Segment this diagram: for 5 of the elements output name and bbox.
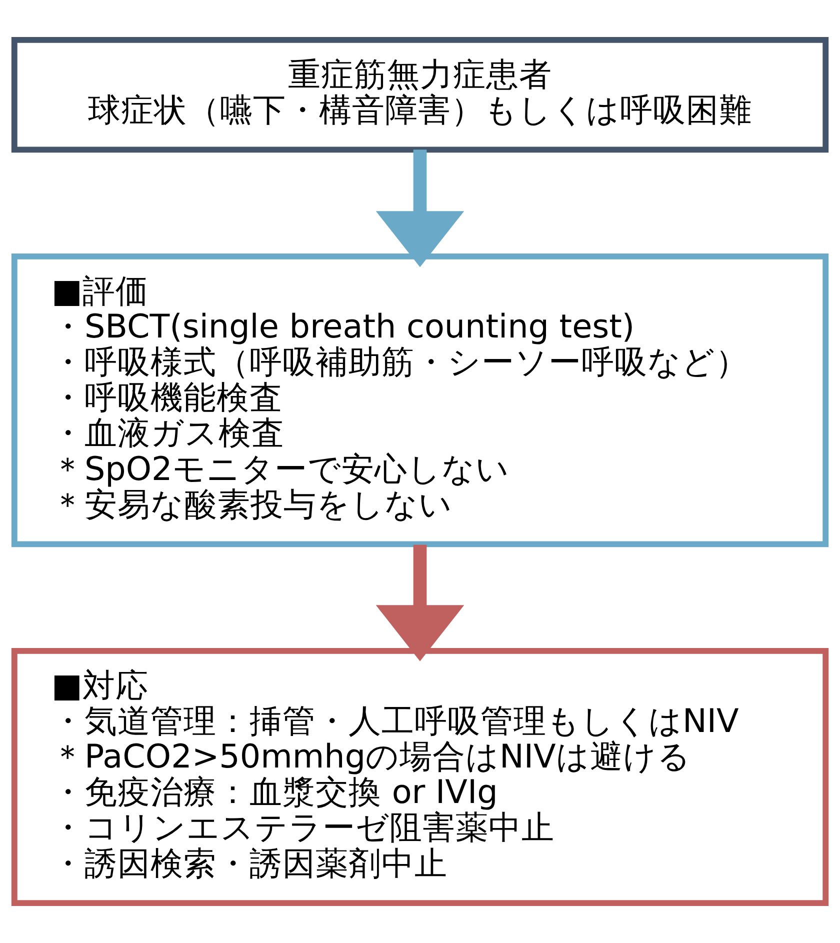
node-box: 重症筋無力症患者 球症状（嚥下・構音障害）もしくは呼吸困難 (11, 36, 829, 153)
node-box: ■評価 ・SBCT(single breath counting test) ・呼吸様式（呼吸補助筋・シーソー呼吸など） ・呼吸機能検査 ・血液ガス検査 ＊SpO2モニターで安心しない ＊安易な酸素投与をしない (11, 254, 829, 548)
arrow (376, 150, 464, 268)
arrow (376, 544, 464, 662)
node-box: ■対応 ・気道管理：挿管・人工呼吸管理もしくはNIV ＊PaCO2>50mmhgの場合はNIVは避ける ・免疫治療：血漿交換 or IVIg ・コリンエステラーゼ阻害薬中止 ・誘因検索・誘因薬剤中止 (11, 648, 829, 906)
